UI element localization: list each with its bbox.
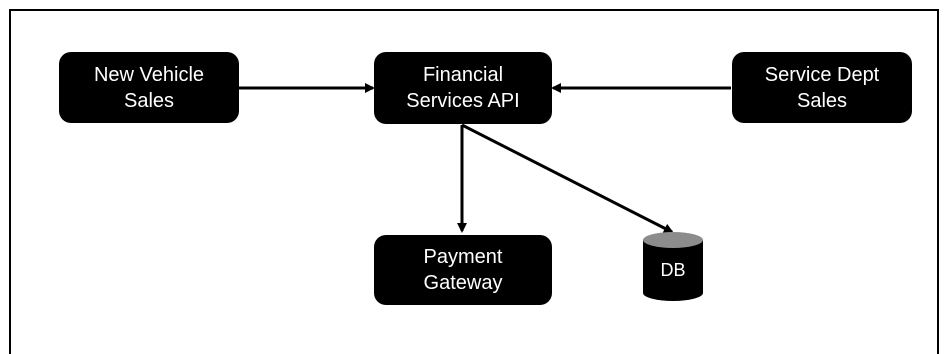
node-service-dept-sales: Service Dept Sales bbox=[732, 52, 912, 123]
node-payment-gateway: Payment Gateway bbox=[374, 235, 552, 305]
node-financial-services-api: Financial Services API bbox=[374, 52, 552, 124]
node-db-label: DB bbox=[660, 260, 686, 280]
node-new-vehicle-sales: New Vehicle Sales bbox=[59, 52, 239, 123]
db-cylinder-top bbox=[643, 232, 703, 248]
db-cylinder-body bbox=[643, 240, 703, 301]
db-cylinder bbox=[643, 232, 703, 301]
edge-api-to-db bbox=[461, 123, 674, 234]
